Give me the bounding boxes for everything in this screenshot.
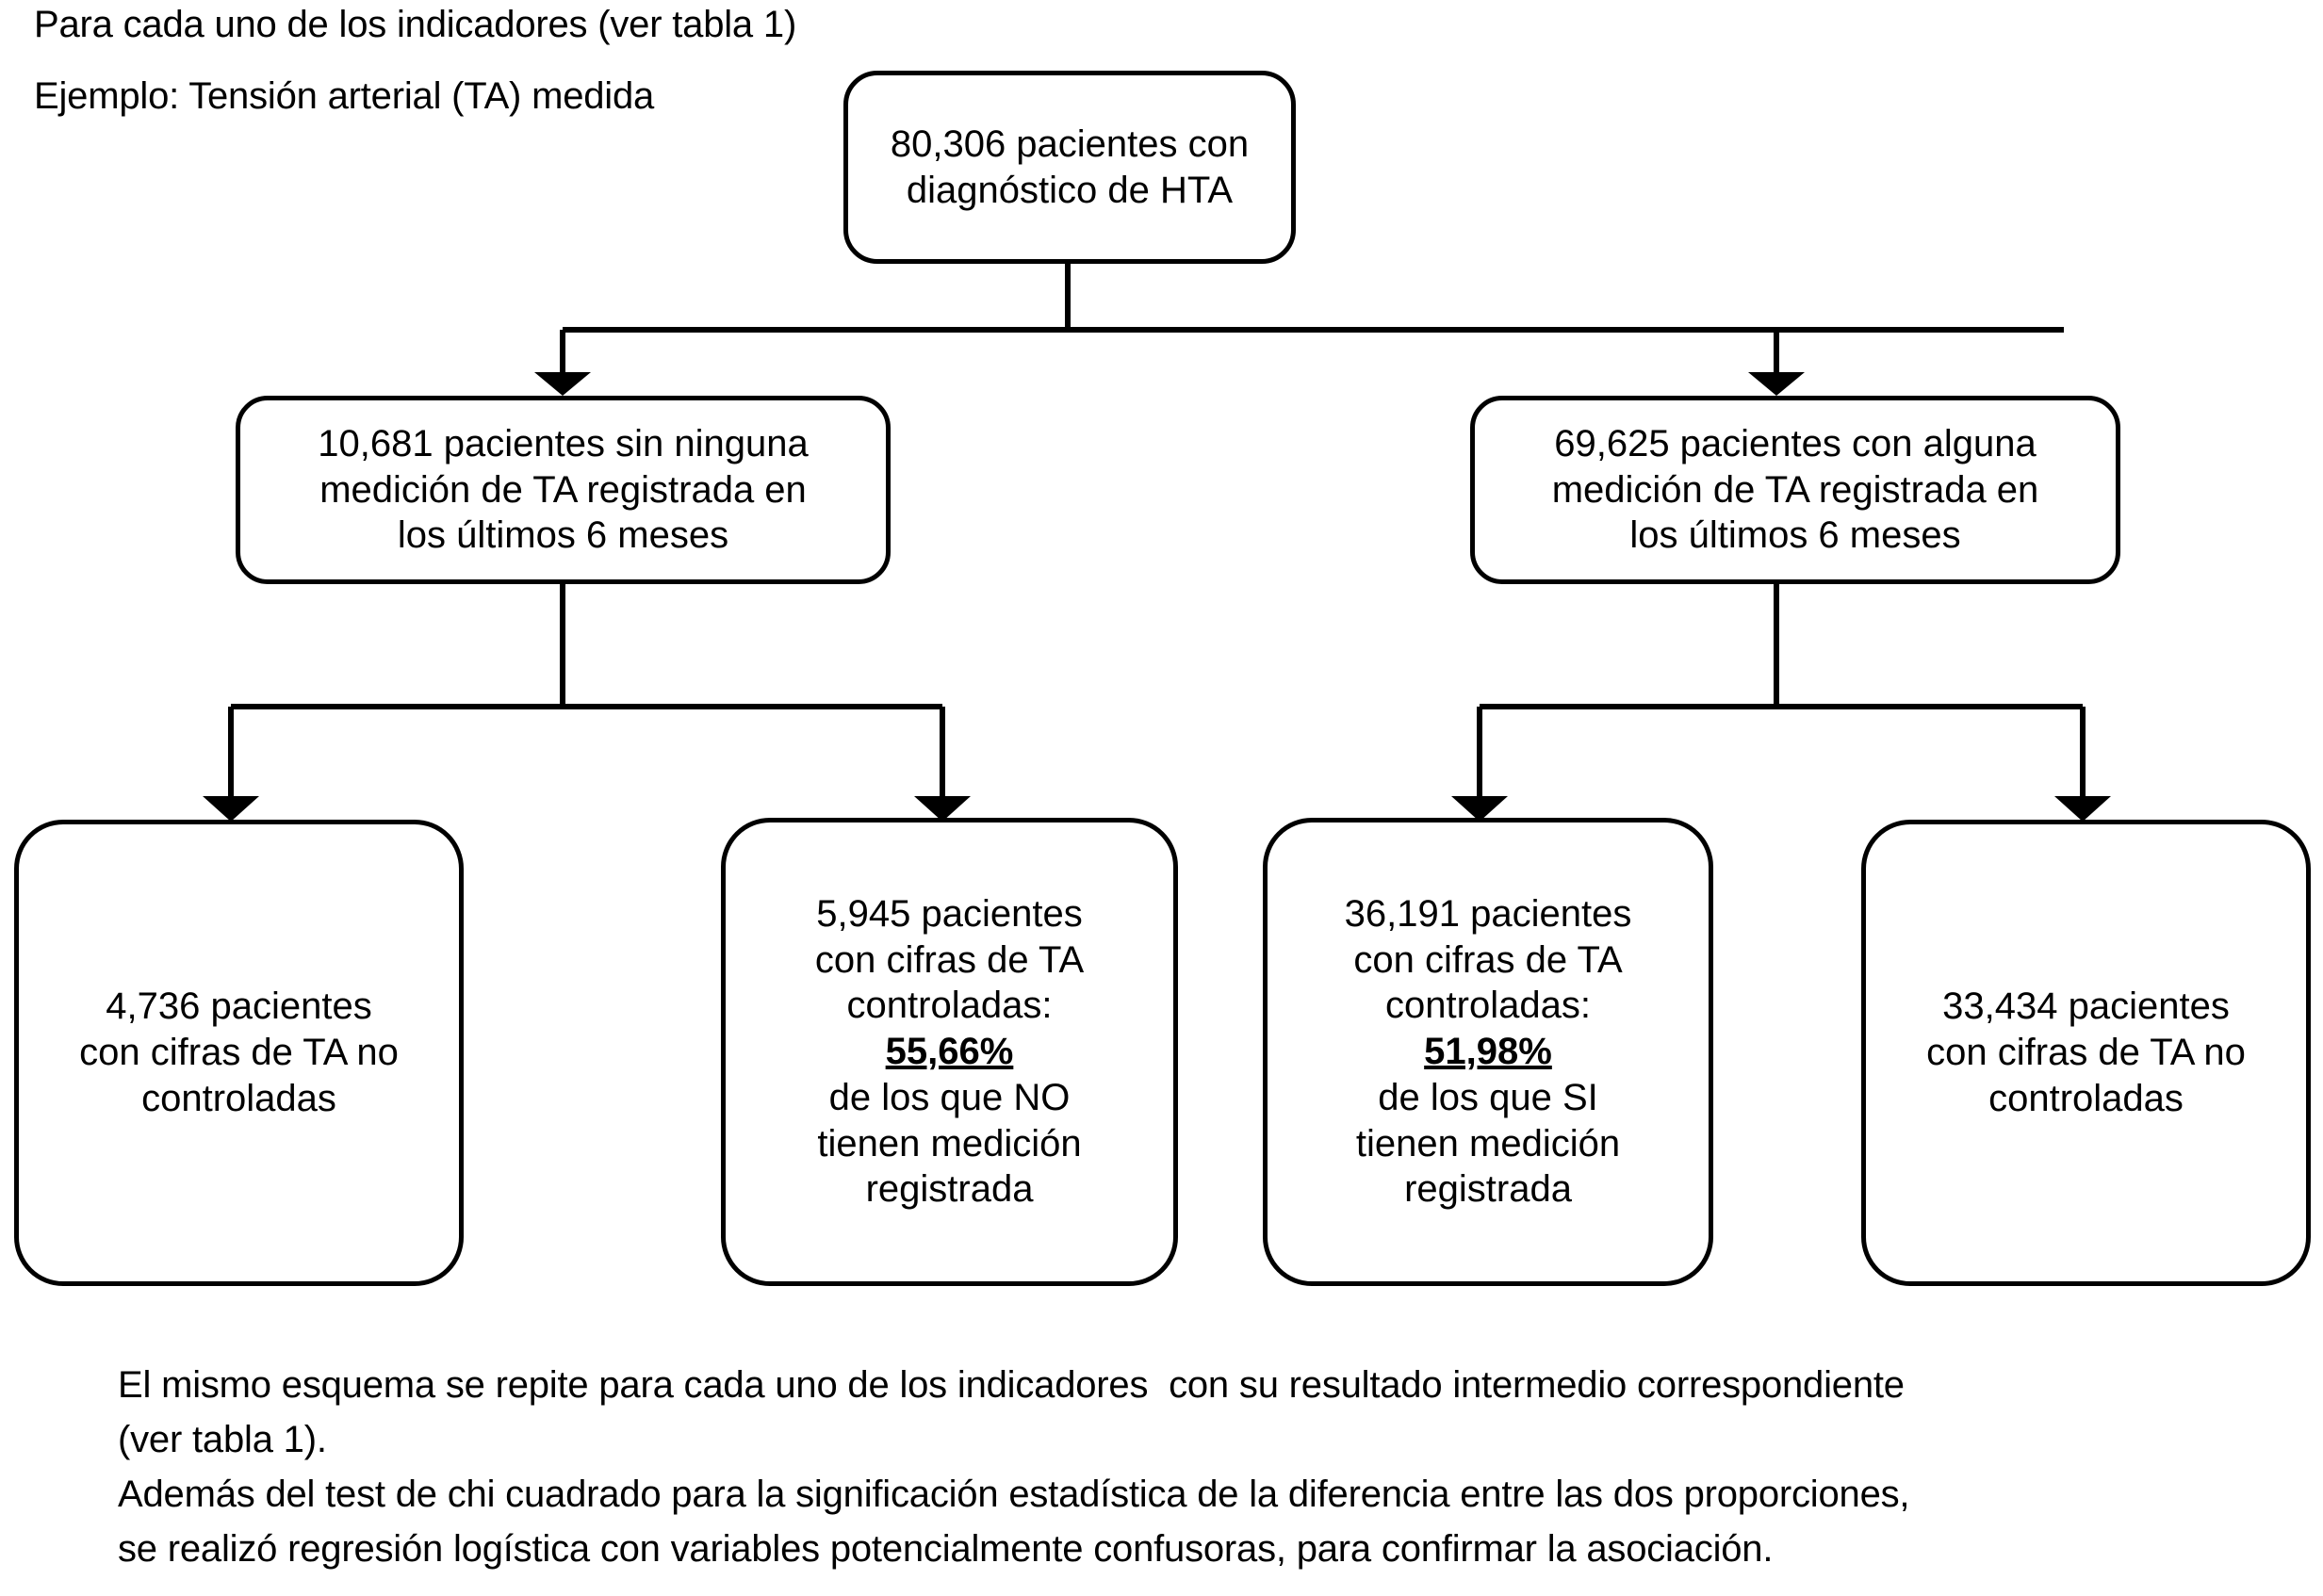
node-leaf-3-text: 36,191 pacientes con cifras de TA contro… (1332, 891, 1645, 1213)
node-with-measurement[interactable]: 69,625 pacientes con alguna medición de … (1470, 396, 2120, 584)
footer-line-3: Además del test de chi cuadrado para la … (118, 1474, 1910, 1515)
leaf-1-before: 4,736 pacientes con cifras de TA no cont… (79, 985, 399, 1119)
node-root-label: 80,306 pacientes con diagnóstico de HTA (890, 122, 1250, 211)
footer-line-4: se realizó regresión logística con varia… (118, 1528, 1774, 1570)
leaf-4-before: 33,434 pacientes con cifras de TA no con… (1926, 985, 2246, 1119)
node-no-measurement[interactable]: 10,681 pacientes sin ninguna medición de… (236, 396, 891, 584)
node-leaf-1-text: 4,736 pacientes con cifras de TA no cont… (66, 984, 412, 1121)
node-leaf-uncontrolled-with-measurement[interactable]: 33,434 pacientes con cifras de TA no con… (1861, 820, 2311, 1286)
footer-line-1: El mismo esquema se repite para cada uno… (118, 1364, 1905, 1406)
node-with-measurement-label: 69,625 pacientes con alguna medición de … (1551, 422, 2039, 557)
leaf-3-after: de los que SI tienen medición registrada (1355, 1076, 1621, 1211)
leaf-2-percent: 55,66% (885, 1031, 1014, 1073)
node-leaf-controlled-with-measurement[interactable]: 36,191 pacientes con cifras de TA contro… (1263, 818, 1713, 1286)
leaf-2-after: de los que NO tienen medición registrada (817, 1076, 1082, 1211)
header-line-2: Ejemplo: Tensión arterial (TA) medida (34, 75, 655, 117)
node-root[interactable]: 80,306 pacientes con diagnóstico de HTA (843, 71, 1296, 264)
node-leaf-4-text: 33,434 pacientes con cifras de TA no con… (1913, 984, 2259, 1121)
leaf-3-before: 36,191 pacientes con cifras de TA contro… (1344, 892, 1632, 1027)
node-leaf-controlled-no-measurement[interactable]: 5,945 pacientes con cifras de TA control… (721, 818, 1178, 1286)
header-line-1: Para cada uno de los indicadores (ver ta… (34, 4, 797, 45)
leaf-2-before: 5,945 pacientes con cifras de TA control… (814, 892, 1085, 1027)
node-leaf-uncontrolled-no-measurement[interactable]: 4,736 pacientes con cifras de TA no cont… (14, 820, 464, 1286)
footer-line-2: (ver tabla 1). (118, 1419, 327, 1460)
leaf-3-percent: 51,98% (1424, 1031, 1552, 1073)
node-no-measurement-label: 10,681 pacientes sin ninguna medición de… (318, 422, 809, 557)
node-leaf-2-text: 5,945 pacientes con cifras de TA control… (802, 891, 1097, 1213)
